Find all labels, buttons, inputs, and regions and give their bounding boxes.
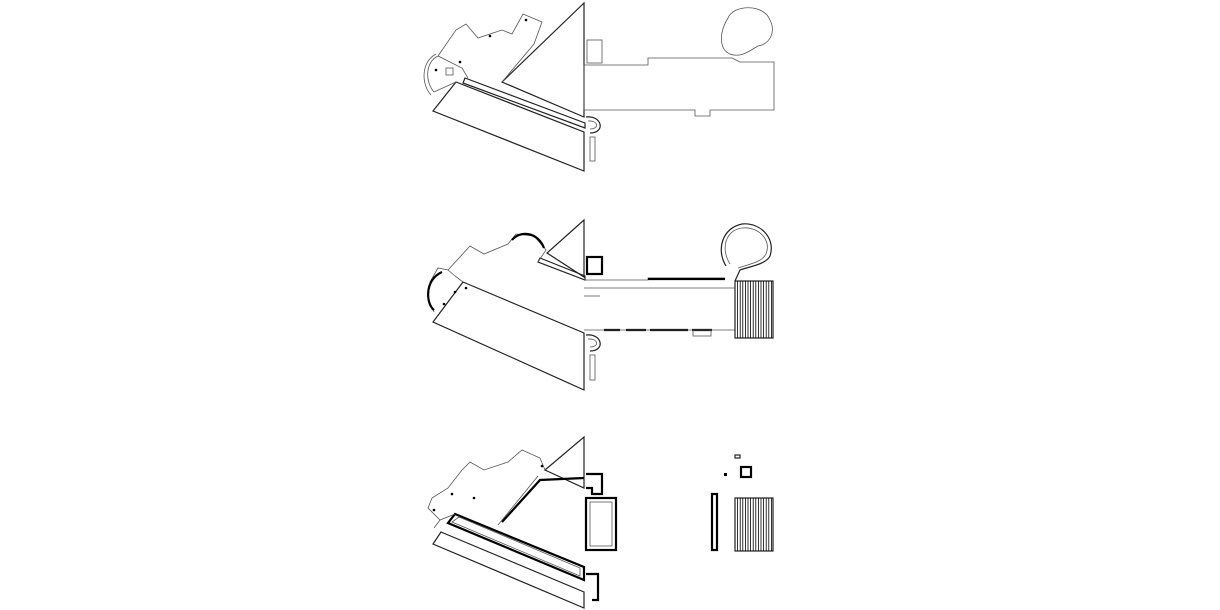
post — [488, 34, 492, 38]
tree-blob — [721, 7, 773, 56]
post — [434, 68, 438, 72]
curved-wall — [427, 13, 543, 93]
stair-lower — [586, 572, 600, 602]
post — [453, 290, 457, 294]
post — [524, 18, 528, 22]
tree-blob — [720, 223, 772, 282]
triangle-wing — [500, 1, 585, 118]
hatched-block — [734, 280, 774, 339]
hatch-lines — [737, 498, 772, 551]
outline-wall — [427, 449, 546, 529]
curved-wall — [427, 270, 443, 311]
round-stair — [585, 334, 601, 352]
round-stair-inner — [587, 338, 597, 348]
corridor-strip — [462, 77, 586, 129]
curved-wall — [511, 232, 546, 249]
side-room — [586, 39, 603, 64]
post — [458, 60, 462, 64]
box — [585, 255, 604, 276]
post — [464, 286, 468, 290]
column-marker — [739, 465, 753, 479]
box — [586, 472, 604, 496]
column-marker — [734, 454, 741, 459]
tree-blob-inner — [724, 227, 768, 269]
corridor-strip — [446, 512, 586, 582]
double-room — [584, 496, 618, 552]
post — [442, 302, 446, 306]
stair-landing — [589, 136, 596, 162]
round-stair — [585, 116, 601, 134]
round-stair-inner — [587, 120, 597, 130]
diagonal-wall — [497, 475, 539, 526]
post — [472, 496, 476, 500]
stair-landing — [589, 354, 596, 381]
hatched-block — [734, 497, 774, 552]
curved-wall-outer — [423, 53, 437, 96]
plan-upper — [423, 1, 775, 172]
step — [692, 329, 712, 337]
triangle-wing — [546, 218, 585, 279]
plan-middle — [427, 218, 774, 391]
corridor-strip-inner — [451, 516, 581, 577]
slab-wing — [432, 81, 585, 172]
fixture — [445, 67, 454, 76]
diagonal-wall — [501, 476, 585, 523]
double-room-inner — [589, 501, 613, 547]
post — [450, 492, 454, 496]
slab-wing — [432, 281, 585, 391]
main-block — [583, 57, 775, 117]
plan-lower — [427, 435, 774, 609]
post — [432, 508, 436, 512]
column-marker — [724, 473, 727, 476]
slab-wing — [432, 531, 585, 609]
corridor-strip — [537, 257, 586, 281]
post — [540, 464, 544, 468]
outline-wall — [427, 233, 547, 313]
pier — [710, 492, 719, 552]
hatch-lines — [737, 281, 772, 338]
